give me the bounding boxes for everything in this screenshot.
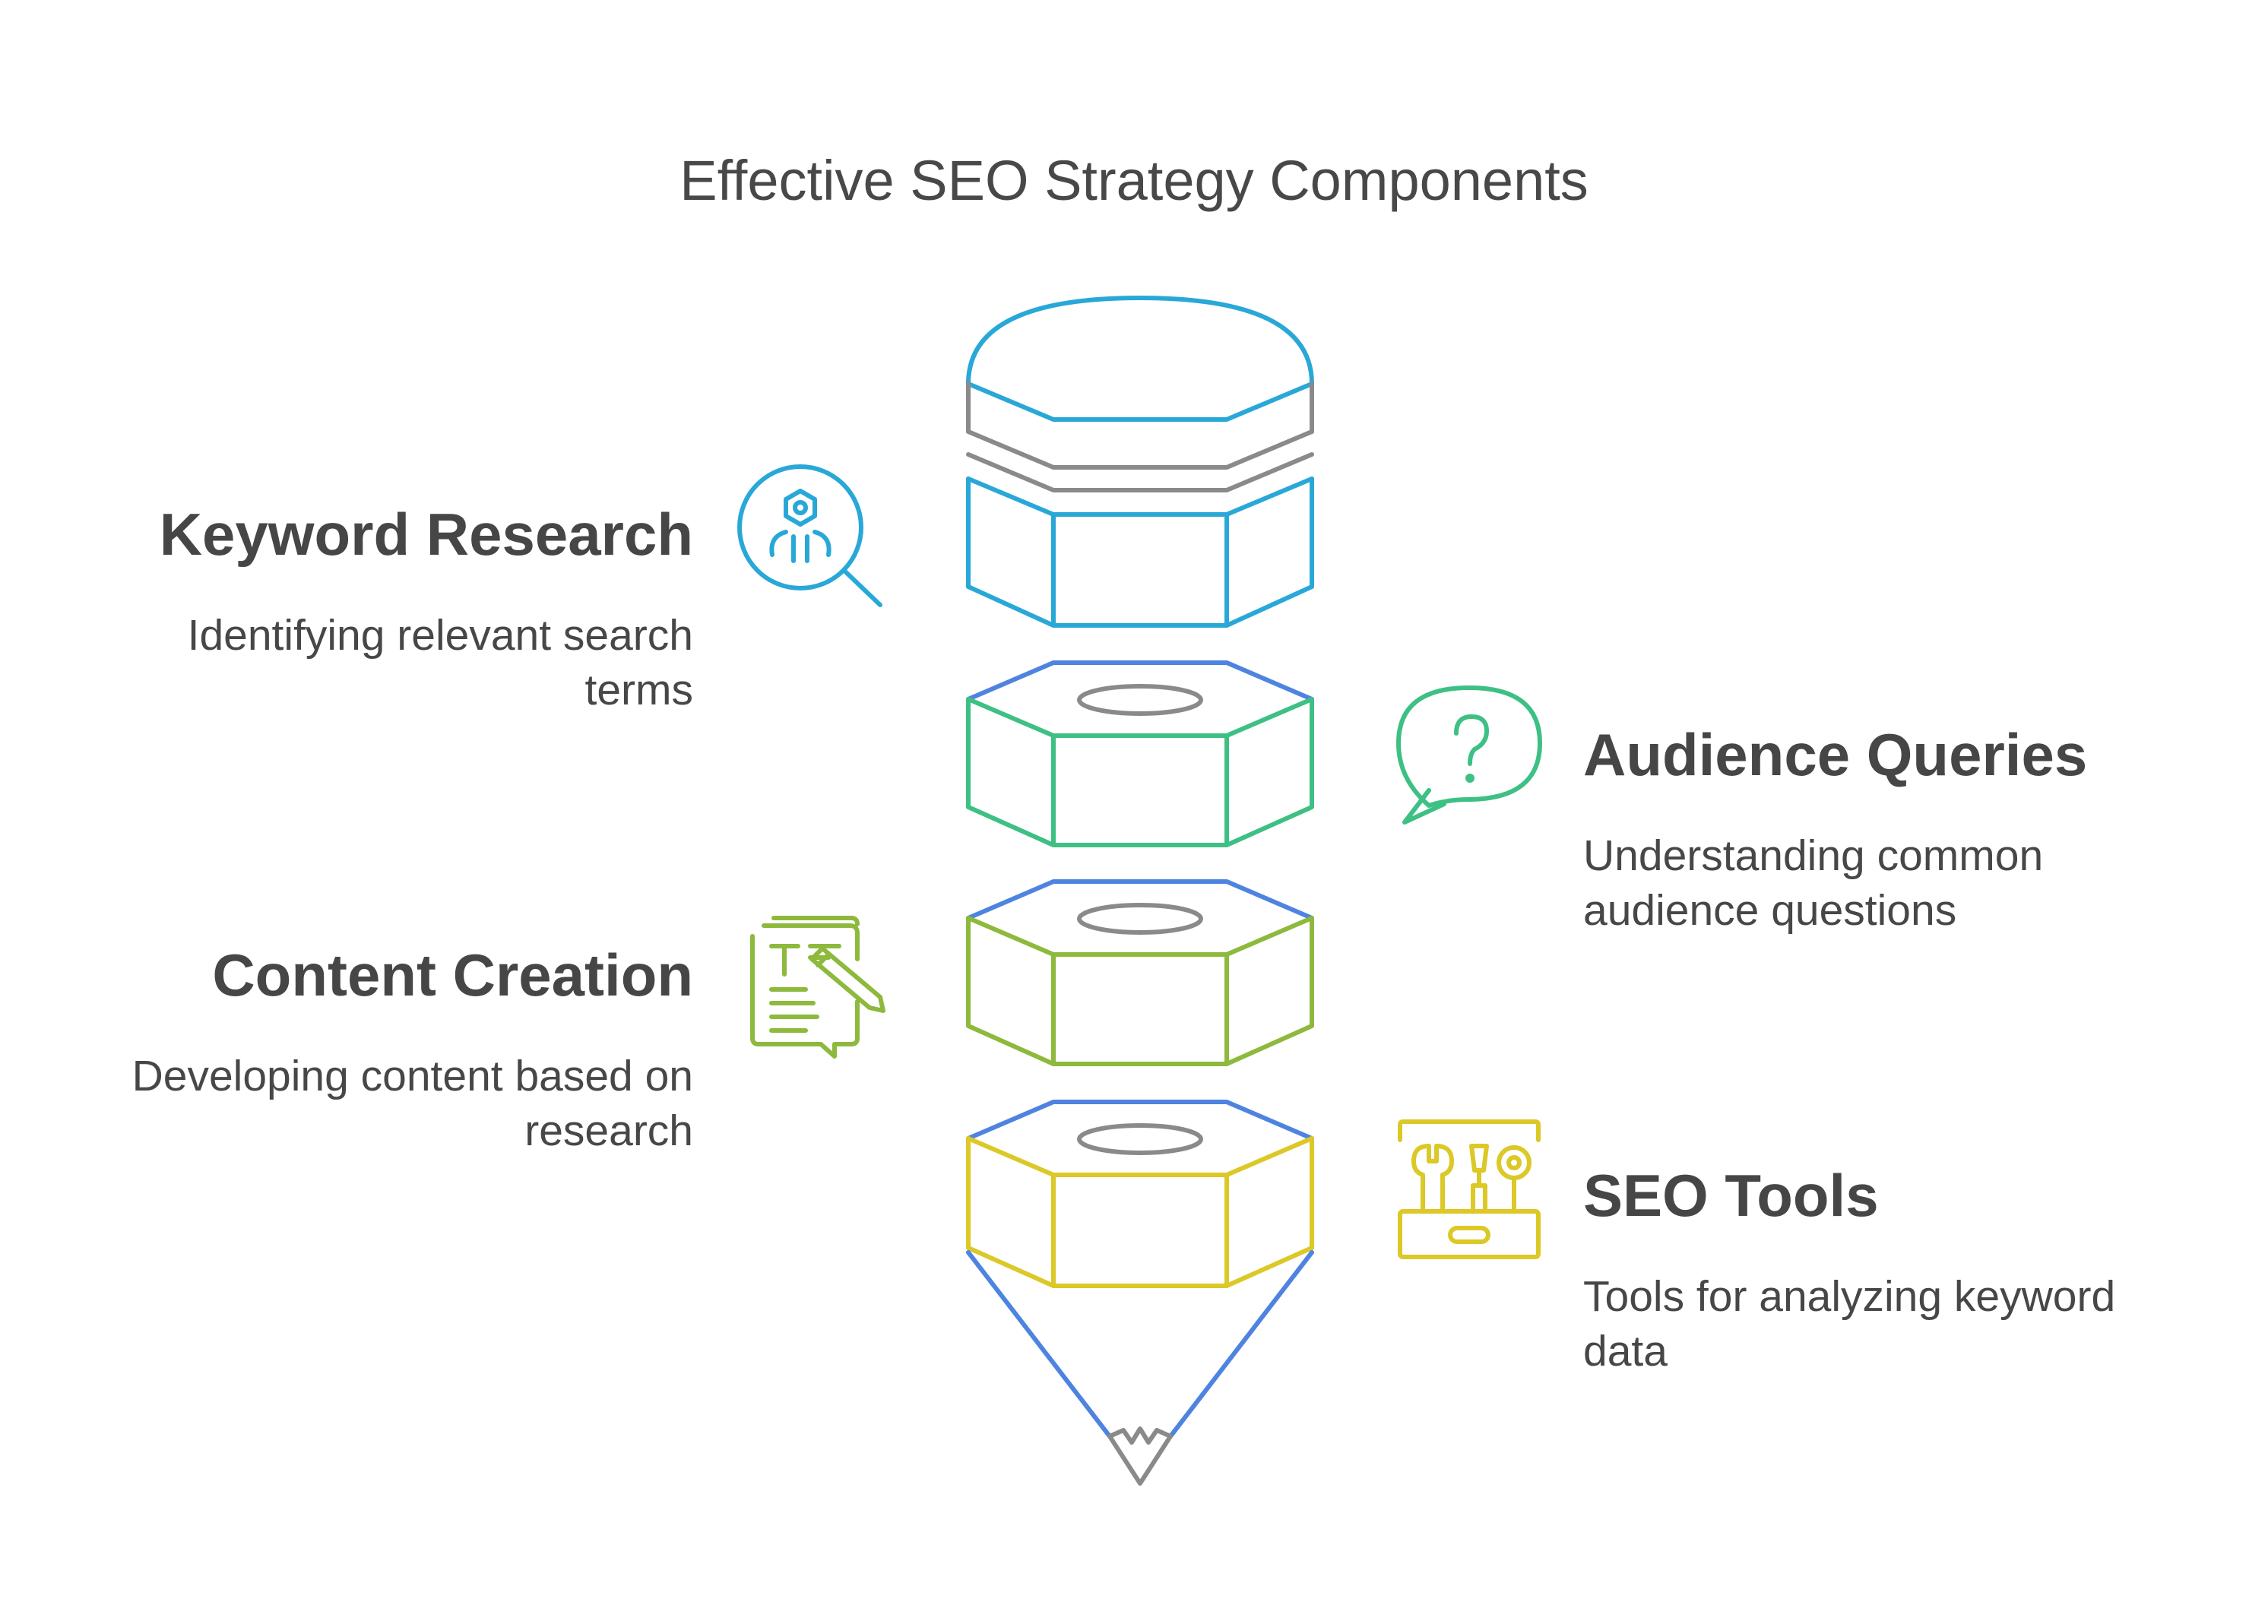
document-pencil-icon [750, 916, 885, 1059]
page-title: Effective SEO Strategy Components [679, 149, 1589, 212]
seo-tools-heading: SEO Tools [1583, 1162, 1879, 1229]
eraser-segment [966, 296, 1314, 628]
pencil-tip [966, 1250, 1314, 1486]
magnifier-icon [737, 464, 882, 607]
keyword-research-description: Identifying relevant search terms [187, 611, 693, 714]
content-creation-description: Developing content based on research [131, 1052, 693, 1155]
audience-queries-heading: Audience Queries [1583, 721, 2088, 788]
content-creation-heading: Content Creation [212, 942, 693, 1008]
toolbox-icon [1398, 1119, 1541, 1259]
keyword-research-heading: Keyword Research [159, 501, 693, 568]
seo-tools-description: Tools for analyzing keyword data [1583, 1272, 2116, 1375]
segment-content-creation [966, 879, 1314, 1066]
question-bubble-icon [1396, 685, 1542, 825]
segment-seo-tools [966, 1100, 1314, 1288]
audience-queries-description: Understanding common audience questions [1583, 831, 2044, 935]
segment-audience-queries [966, 660, 1314, 847]
